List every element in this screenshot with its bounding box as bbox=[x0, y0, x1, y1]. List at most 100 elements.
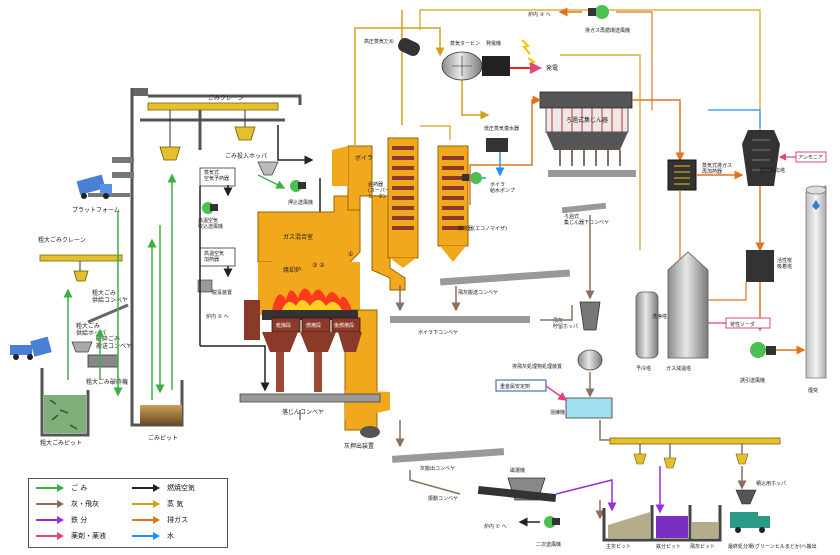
grate-burning-label: 燃焼段 bbox=[306, 322, 321, 329]
hp-steam-header-label: 高圧蒸気だめ bbox=[364, 38, 394, 45]
legend-label: 鉄 分 bbox=[71, 516, 88, 524]
blower-fan-icon bbox=[290, 180, 306, 192]
stack-label: 煙突 bbox=[808, 387, 818, 394]
to-furnace1-label: 炉内 ① へ bbox=[484, 523, 507, 530]
garbage-hopper-label: ごみ投入ホッパ bbox=[225, 152, 267, 160]
furnace-boiler: ガス混合室 ボイラ 焼却炉 ③ ② ① 乾燥段 燃焼段 後燃焼段 落じんコンベヤ… bbox=[239, 145, 406, 450]
crushed-conveyor-label: 破砕ごみ搬送コンベヤ bbox=[96, 335, 132, 350]
lp-condenser bbox=[486, 138, 508, 152]
arrow-icon bbox=[132, 532, 160, 540]
legend-item-ash: 灰・飛灰 bbox=[35, 498, 131, 510]
fly-ash-handling: 飛灰搬送コンベヤ ボイラ下コンベヤ 飛灰貯留ホッパ 排飛灰処理物処理装置 重金属… bbox=[390, 215, 613, 441]
ash-pit-label: 主灰ピット bbox=[606, 543, 631, 550]
boiler-conveyor-label: ボイラ下コンベヤ bbox=[418, 329, 458, 336]
economizer-label: 節炭器(エコノマイザ) bbox=[458, 225, 507, 232]
boiler-feed-pump bbox=[462, 172, 482, 184]
generator-label: 発電機 bbox=[486, 40, 501, 47]
legend-label: 水 bbox=[167, 532, 174, 540]
bulky-conveyor-label: 粗大ごみ供給コンベヤ bbox=[92, 289, 128, 304]
high-temp-blower-label: 高温空気吹込送風機 bbox=[198, 217, 223, 230]
garbage-hopper bbox=[257, 161, 279, 176]
ash-extractor-label: 灰押出装置 bbox=[344, 442, 374, 450]
vibrating-conveyor-label: 振動コンベヤ bbox=[428, 495, 458, 502]
bulky-pit-label: 粗大ごみピット bbox=[40, 439, 82, 447]
legend: ご み 燃焼空気 灰・飛灰 蒸 気 鉄 分 排ガス 薬剤・薬液 水 bbox=[28, 478, 228, 548]
exhaust-recirc: 排ガス再循環送風機 炉内 ③ へ bbox=[528, 5, 653, 110]
legend-label: 排ガス bbox=[167, 516, 188, 524]
lp-condenser-label: 低圧蒸気復水器 bbox=[484, 125, 519, 132]
crane-grab-icon bbox=[663, 457, 677, 469]
secondary-blower-label: 二次送風機 bbox=[536, 541, 561, 548]
crusher-label: 粗大ごみ破砕機 bbox=[86, 378, 128, 386]
blower-fan-icon bbox=[750, 342, 776, 358]
garbage-truck-icon bbox=[10, 336, 52, 360]
furnace-num-label: ③ ② bbox=[312, 262, 325, 269]
gas-mixing-label: ガス混合室 bbox=[283, 233, 313, 241]
hp-steam-header bbox=[398, 37, 420, 57]
bulky-pit bbox=[40, 368, 90, 437]
exhaust-recirc-label: 排ガス再循環送風機 bbox=[585, 27, 630, 34]
garbage-crane: ごみクレーン bbox=[147, 94, 279, 161]
boiler-feed-pump-label: ボイラ給水ポンプ bbox=[490, 181, 515, 194]
garbage-flow bbox=[63, 173, 286, 400]
superheater-label: 過熱器(スーパーヒータ) bbox=[368, 181, 390, 200]
truck-dest-label: 最終処分場(グリーンヒルまどか)へ搬出 bbox=[728, 543, 817, 550]
bulky-crane-label: 粗大ごみクレーン bbox=[38, 236, 86, 244]
bulky-hopper bbox=[71, 341, 93, 353]
legend-label: 蒸 気 bbox=[167, 500, 184, 508]
loading-hopper-label: 積込用ホッパ bbox=[756, 480, 786, 487]
bulky-conveyor bbox=[87, 303, 129, 324]
crusher bbox=[87, 354, 119, 368]
legend-item-garbage: ご み bbox=[35, 482, 131, 494]
induced-fan-label: 誘引送風機 bbox=[740, 377, 765, 384]
high-temp-heater-label: 高温空気加熱器 bbox=[204, 250, 224, 263]
ash-discharge: 灰搬出コンベヤ 磁選機 振動コンベヤ 二次送風機 炉内 ① へ bbox=[391, 420, 617, 548]
gas-reheater-label: 蒸気式排ガス再加熱器 bbox=[702, 162, 732, 175]
legend-item-chemical: 薬剤・薬液 bbox=[35, 530, 131, 542]
magnetic-separator-label: 磁選機 bbox=[510, 467, 525, 474]
legend-item-exhaust: 排ガス bbox=[131, 514, 227, 526]
gas-treatment: 蒸気式排ガス再加熱器 アンモニア 触媒反応塔 活性炭吸着塔 苛性ソーダ 誘引送風… bbox=[632, 99, 827, 394]
power-gen-label: 発電 bbox=[546, 64, 558, 72]
crane-grab-icon bbox=[159, 126, 256, 161]
mixer-label: 混練機 bbox=[550, 409, 565, 416]
deodor-label: 脱臭装置 bbox=[212, 289, 232, 296]
furnace-label: 焼却炉 bbox=[283, 266, 301, 274]
crane-grab-icon bbox=[73, 270, 89, 282]
wet-scrubber-label: 洗浄塔 bbox=[652, 313, 667, 320]
boiler-label: ボイラ bbox=[355, 154, 373, 162]
arrow-icon bbox=[132, 484, 160, 492]
steam-turbine bbox=[441, 51, 483, 81]
iron-pit-label: 鉄分ピット bbox=[656, 543, 681, 550]
garbage-pit-label: ごみピット bbox=[148, 434, 178, 442]
steam-system: 高圧蒸気だめ 蒸気タービン 発電機 発電 低圧蒸気復水器 ボイラ給水ポンプ bbox=[354, 9, 761, 250]
arrow-icon bbox=[36, 532, 64, 540]
legend-label: 薬剤・薬液 bbox=[71, 532, 106, 540]
bulky-garbage-crane: 粗大ごみクレーン bbox=[38, 236, 123, 282]
ammonia-label: アンモニア bbox=[798, 155, 823, 161]
to-furnace3-label: 炉内 ③ へ bbox=[528, 11, 551, 18]
steam-air-preheater-label: 蒸気式空気予熱器 bbox=[204, 169, 229, 182]
to-furnace2-label: 炉内 ② へ bbox=[206, 313, 229, 320]
chelate-label: 排飛灰処理物処理装置 bbox=[512, 363, 562, 370]
num1-label: ① bbox=[348, 251, 353, 258]
arrow-icon bbox=[132, 500, 160, 508]
superheater-economizer: 過熱器(スーパーヒータ) 節炭器(エコノマイザ) bbox=[368, 137, 507, 268]
garbage-truck-icon bbox=[730, 512, 770, 533]
filter-dust-label: ろ過式集じん器 bbox=[566, 116, 608, 124]
crane-grab-icon bbox=[735, 453, 749, 465]
fly-ash-pit-label: 飛灰ピット bbox=[690, 543, 715, 550]
legend-item-iron: 鉄 分 bbox=[35, 514, 131, 526]
blower-fan-icon bbox=[544, 516, 560, 528]
combustion-air-system: 蒸気式空気予熱器 高温空気吹込送風機 高温空気加熱器 脱臭装置 炉内 ② へ 押… bbox=[197, 125, 321, 392]
lightning-icon bbox=[521, 39, 537, 70]
blower-fan-icon bbox=[202, 202, 218, 214]
arrow-icon bbox=[132, 516, 160, 524]
caustic-soda-label: 苛性ソーダ bbox=[730, 321, 755, 328]
fire-icon bbox=[272, 288, 352, 310]
steam-turbine-label: 蒸気タービン bbox=[450, 40, 480, 47]
legend-item-water: 水 bbox=[131, 530, 227, 542]
arrow-icon bbox=[36, 516, 64, 524]
bulky-hopper-label: 粗大ごみ供給ホッパ bbox=[76, 322, 106, 337]
